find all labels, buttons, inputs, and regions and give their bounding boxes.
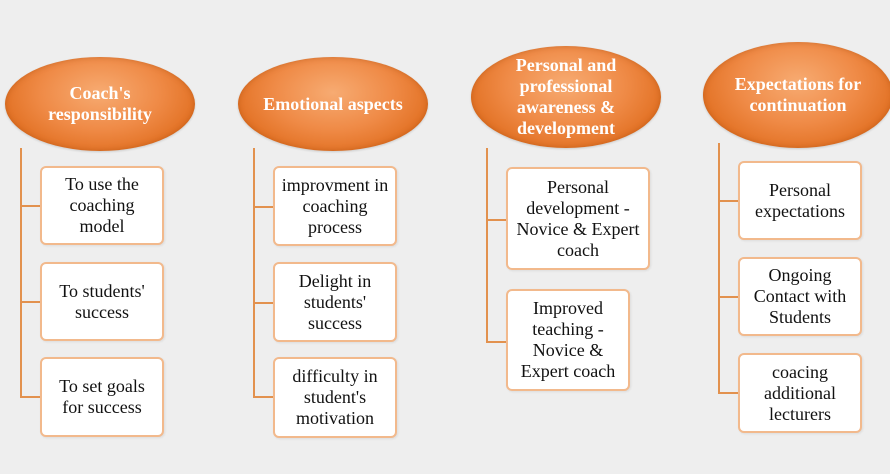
item-box: difficulty in student's motivation — [273, 357, 397, 438]
item-label: Delight in students' success — [298, 270, 372, 333]
item-label: Improved teaching - Novice & Expert coac… — [520, 298, 616, 381]
header-expectations-continuation: Expectations for continuation — [703, 42, 890, 148]
item-label: coacing additional lecturers — [764, 361, 836, 424]
item-label: Personal expectations — [755, 179, 845, 221]
header-label: Expectations for continuation — [734, 74, 862, 115]
item-label: Ongoing Contact with Students — [753, 265, 847, 327]
connector-branch — [253, 302, 274, 304]
connector-branch — [718, 200, 739, 202]
item-label: To set goals for success — [59, 376, 145, 417]
item-box: coacing additional lecturers — [738, 353, 862, 433]
item-box: Personal development - Novice & Expert c… — [506, 167, 650, 270]
connector-branch — [253, 206, 274, 208]
item-label: difficulty in student's motivation — [292, 366, 378, 428]
item-box: improvment in coaching process — [273, 166, 397, 246]
item-box: Ongoing Contact with Students — [738, 257, 862, 336]
connector-branch — [20, 301, 41, 303]
header-personal-professional-awareness: Personal and professional awareness & de… — [471, 46, 661, 148]
connector-trunk — [253, 148, 255, 397]
header-label: Coach's responsibility — [48, 83, 152, 124]
item-box: To set goals for success — [40, 357, 164, 437]
item-label: Personal development - Novice & Expert c… — [516, 176, 640, 260]
connector-branch — [486, 219, 507, 221]
item-box: To use the coaching model — [40, 166, 164, 245]
connector-branch — [20, 205, 41, 207]
connector-trunk — [20, 148, 22, 397]
header-coach-responsibility: Coach's responsibility — [5, 57, 195, 151]
connector-trunk — [718, 143, 720, 394]
item-label: improvment in coaching process — [281, 174, 389, 237]
connector-branch — [486, 341, 507, 343]
item-box: To students' success — [40, 262, 164, 341]
header-emotional-aspects: Emotional aspects — [238, 57, 428, 151]
connector-trunk — [486, 148, 488, 342]
item-label: To use the coaching model — [65, 174, 139, 236]
header-label: Emotional aspects — [263, 93, 403, 114]
connector-branch — [20, 396, 41, 398]
connector-branch — [718, 392, 739, 394]
item-box: Personal expectations — [738, 161, 862, 240]
item-box: Improved teaching - Novice & Expert coac… — [506, 289, 630, 391]
header-label: Personal and professional awareness & de… — [515, 55, 617, 138]
connector-branch — [253, 396, 274, 398]
item-label: To students' success — [59, 280, 145, 322]
item-box: Delight in students' success — [273, 262, 397, 342]
connector-branch — [718, 296, 739, 298]
